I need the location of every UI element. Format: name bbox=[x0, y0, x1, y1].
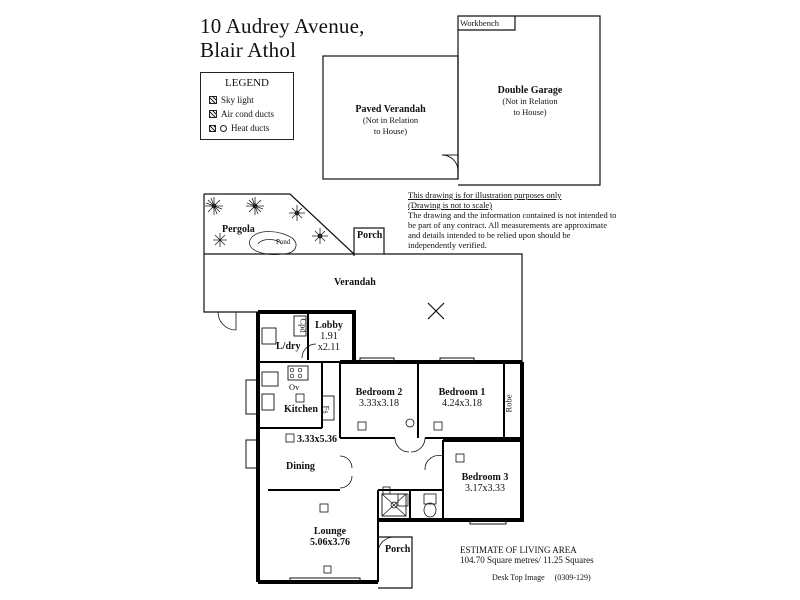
bedroom-2-title: Bedroom 2 bbox=[355, 387, 403, 398]
dining-label: Dining bbox=[286, 461, 315, 472]
estimate-value: 104.70 Square metres/ 11.25 Squares bbox=[460, 555, 594, 565]
lounge-dim: 5.06x3.76 bbox=[310, 537, 350, 548]
pergola-label: Pergola bbox=[222, 224, 255, 235]
lobby-title: Lobby bbox=[315, 320, 343, 331]
ceiling-fan-icon bbox=[427, 302, 445, 320]
legend-item-air-cond: Air cond ducts bbox=[209, 109, 274, 119]
lounge-title: Lounge bbox=[313, 526, 347, 537]
disclaimer: This drawing is for illustration purpose… bbox=[408, 190, 618, 250]
paved-verandah-label: Paved Verandah (Not in Relation to House… bbox=[323, 104, 458, 137]
lounge-label: Lounge 5.06x3.76 bbox=[298, 526, 362, 548]
living-area-estimate: ESTIMATE OF LIVING AREA 104.70 Square me… bbox=[460, 545, 594, 565]
workbench-label: Workbench bbox=[460, 18, 499, 28]
double-garage-label: Double Garage (Not in Relation to House) bbox=[470, 85, 590, 118]
garden-trees-decoration bbox=[205, 197, 328, 255]
cupboard-label: Cpd bbox=[298, 318, 309, 333]
address-line-1: 10 Audrey Avenue, bbox=[200, 14, 365, 38]
bedroom-1-dim: 4.24x3.18 bbox=[442, 398, 482, 409]
lobby-dim-2: x2.11 bbox=[317, 342, 341, 353]
paved-verandah-title: Paved Verandah bbox=[355, 104, 426, 115]
bottom-porch-outline bbox=[378, 536, 413, 589]
legend-label: Heat ducts bbox=[231, 123, 270, 133]
bedroom-3-title: Bedroom 3 bbox=[461, 472, 509, 483]
laundry-label: L/dry bbox=[276, 341, 301, 352]
paved-verandah-note-2: to House) bbox=[373, 126, 408, 136]
legend: LEGEND Sky light Air cond ducts Heat duc… bbox=[200, 72, 294, 140]
address-title: 10 Audrey Avenue, Blair Athol bbox=[200, 14, 365, 62]
bedroom-3-dim: 3.17x3.33 bbox=[465, 483, 505, 494]
lobby-label: Lobby 1.91 x2.11 bbox=[314, 320, 344, 353]
bedroom-3-label: Bedroom 3 3.17x3.33 bbox=[452, 472, 518, 494]
pergola-outline bbox=[204, 193, 355, 256]
legend-item-heat: Heat ducts bbox=[209, 123, 269, 133]
address-line-2: Blair Athol bbox=[200, 38, 297, 62]
disclaimer-body: The drawing and the information containe… bbox=[408, 210, 617, 250]
footer-credit: Desk Top Image (0309-129) bbox=[492, 573, 591, 582]
legend-label: Sky light bbox=[221, 95, 254, 105]
disclaimer-line-1: This drawing is for illustration purpose… bbox=[408, 190, 562, 200]
oven-label: Ov bbox=[289, 382, 300, 392]
air-cond-duct-icon bbox=[209, 110, 217, 118]
verandah-label: Verandah bbox=[334, 277, 376, 288]
robe-label: Robe bbox=[503, 394, 514, 413]
legend-item-skylight: Sky light bbox=[209, 95, 254, 105]
skylight-icon bbox=[209, 96, 217, 104]
heat-duct-icon bbox=[209, 124, 216, 132]
kitchen-label: Kitchen bbox=[284, 404, 318, 415]
double-garage-title: Double Garage bbox=[497, 85, 563, 96]
legend-label: Air cond ducts bbox=[221, 109, 274, 119]
bedroom-2-label: Bedroom 2 3.33x3.18 bbox=[345, 387, 413, 409]
lobby-dim-1: 1.91 bbox=[320, 331, 338, 342]
legend-title: LEGEND bbox=[225, 77, 269, 89]
kitchen-dim-label: 3.33x5.36 bbox=[297, 434, 337, 445]
porch-bottom-label: Porch bbox=[385, 544, 411, 555]
paved-verandah-note-1: (Not in Relation bbox=[362, 115, 419, 125]
double-garage-outline bbox=[457, 15, 601, 186]
bedroom-1-title: Bedroom 1 bbox=[438, 387, 486, 398]
double-garage-note-1: (Not in Relation bbox=[502, 96, 558, 106]
top-porch-outline bbox=[353, 227, 385, 255]
fridge-label: Fs bbox=[321, 405, 332, 414]
verandah-outline bbox=[204, 253, 523, 362]
estimate-title: ESTIMATE OF LIVING AREA bbox=[460, 545, 577, 555]
bedroom-1-label: Bedroom 1 4.24x3.18 bbox=[426, 387, 498, 409]
heat-duct-round-icon bbox=[220, 124, 227, 132]
disclaimer-line-2: (Drawing is not to scale) bbox=[408, 200, 493, 210]
bedroom-2-dim: 3.33x3.18 bbox=[359, 398, 399, 409]
porch-top-label: Porch bbox=[357, 230, 383, 241]
double-garage-note-2: to House) bbox=[513, 107, 547, 117]
pond-label: Pond bbox=[276, 238, 291, 246]
pond-outline bbox=[249, 231, 297, 255]
